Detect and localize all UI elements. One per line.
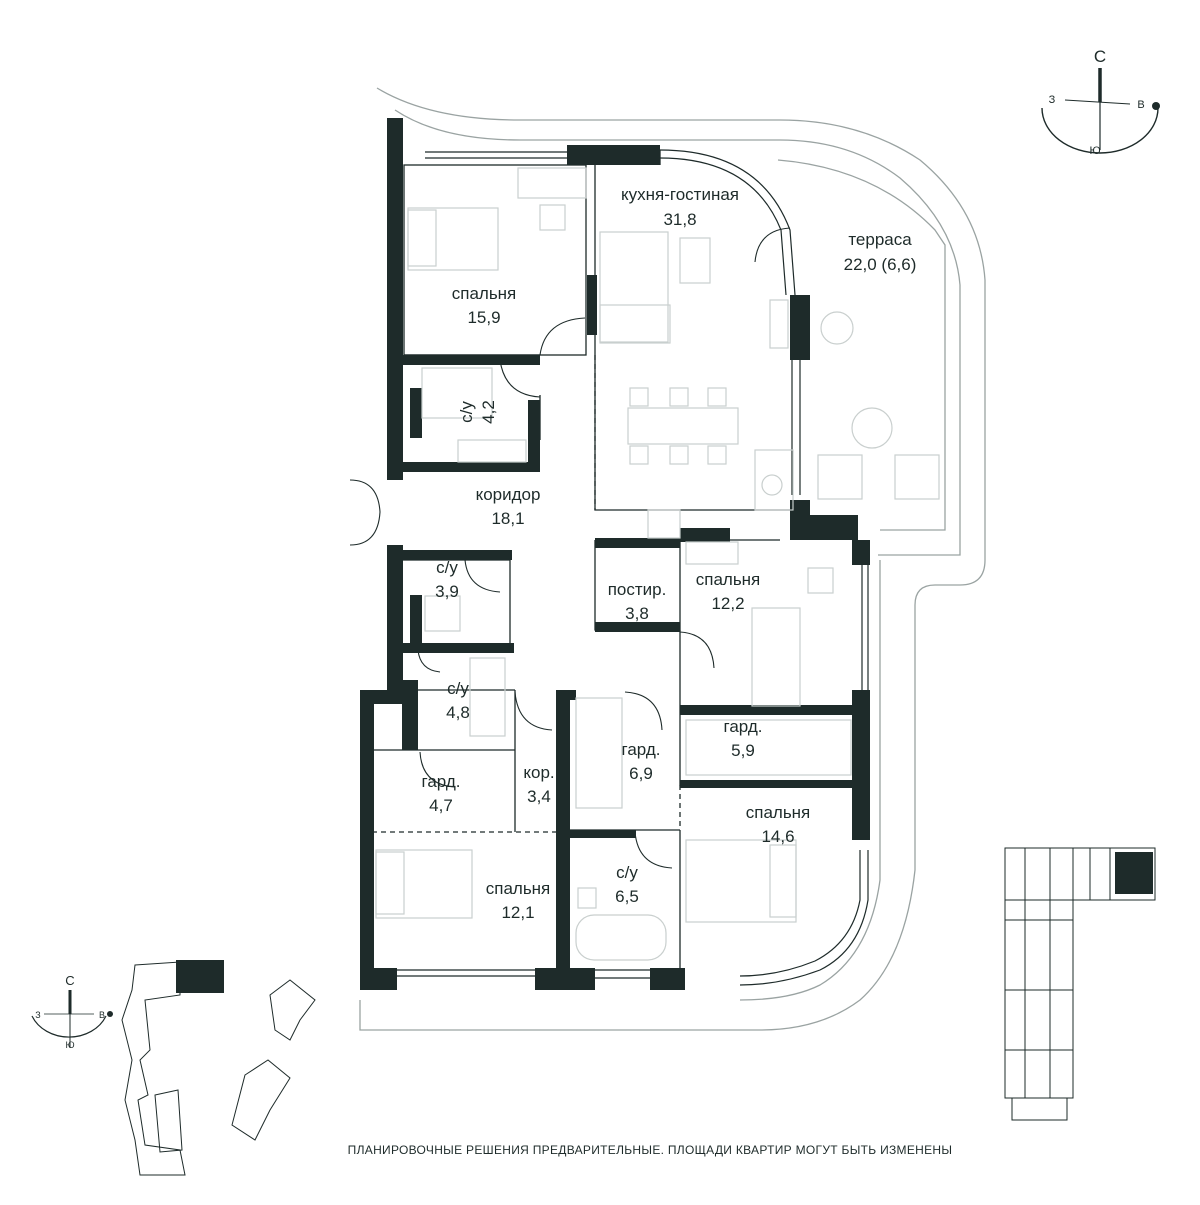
room-bath3-area: 4,8 (446, 703, 470, 722)
compass-main-west: З (1049, 94, 1056, 106)
room-terrace-name: терраса (848, 230, 912, 249)
compass-small-west: З (35, 1010, 40, 1020)
room-ward2-name: гард. (622, 740, 661, 759)
furniture (375, 167, 940, 961)
room-bath1-name: с/у (457, 401, 476, 423)
compass-main-south: Ю (1089, 145, 1100, 157)
room-ward3-name: гард. (422, 772, 461, 791)
room-bath3-name: с/у (447, 679, 469, 698)
room-living-name: кухня-гостиная (621, 185, 739, 204)
room-bed4-name: спальня (486, 879, 551, 898)
room-bed4-area: 12,1 (501, 903, 534, 922)
compass-main: С З В Ю (1041, 47, 1160, 157)
room-bath4-area: 6,5 (615, 887, 639, 906)
structural-walls (360, 118, 870, 990)
room-laundry-area: 3,8 (625, 604, 649, 623)
disclaimer-text: ПЛАНИРОВОЧНЫЕ РЕШЕНИЯ ПРЕДВАРИТЕЛЬНЫЕ. П… (347, 1143, 953, 1157)
compass-small-east-dot (107, 1011, 113, 1017)
room-bed3-name: спальня (746, 803, 811, 822)
curved-glazing (397, 149, 869, 986)
room-bed3-area: 14,6 (761, 827, 794, 846)
room-corridor-name: коридор (476, 485, 541, 504)
compass-small-south: Ю (65, 1040, 74, 1050)
room-bed2-area: 12,2 (711, 594, 744, 613)
room-bed1-area: 15,9 (467, 308, 500, 327)
site-plan (121, 960, 316, 1176)
site-plan-highlight (176, 960, 224, 993)
room-bath1-area: 4,2 (479, 400, 498, 424)
room-ward1-name: гард. (724, 717, 763, 736)
room-labels: кухня-гостиная 31,8 терраса 22,0 (6,6) с… (422, 185, 917, 922)
room-bed1-name: спальня (452, 284, 517, 303)
room-laundry-name: постир. (608, 580, 667, 599)
outer-outline (359, 87, 986, 1031)
compass-small-east: В (99, 1010, 105, 1020)
floor-key-plan (1004, 847, 1156, 1121)
room-ward3-area: 4,7 (429, 796, 453, 815)
room-ward1-area: 5,9 (731, 741, 755, 760)
room-ward2-area: 6,9 (629, 764, 653, 783)
room-terrace-area: 22,0 (6,6) (844, 255, 917, 274)
compass-small-arc (31, 1015, 107, 1038)
door-swings (349, 227, 791, 869)
room-bath2-area: 3,9 (435, 582, 459, 601)
room-living-area: 31,8 (663, 210, 696, 229)
room-cor2-area: 3,4 (527, 787, 551, 806)
compass-main-east: В (1137, 99, 1144, 111)
compass-main-arc (1041, 107, 1159, 154)
floor-key-highlight (1115, 852, 1153, 894)
room-cor2-name: кор. (523, 763, 554, 782)
room-bath4-name: с/у (616, 863, 638, 882)
compass-small: С З В Ю (31, 973, 113, 1050)
terrace-outline (777, 159, 946, 531)
compass-small-north: С (65, 973, 74, 988)
compass-main-east-dot (1152, 102, 1160, 110)
room-bath2-name: с/у (436, 558, 458, 577)
compass-main-north: С (1094, 47, 1106, 66)
room-bed2-name: спальня (696, 570, 761, 589)
room-corridor-area: 18,1 (491, 509, 524, 528)
